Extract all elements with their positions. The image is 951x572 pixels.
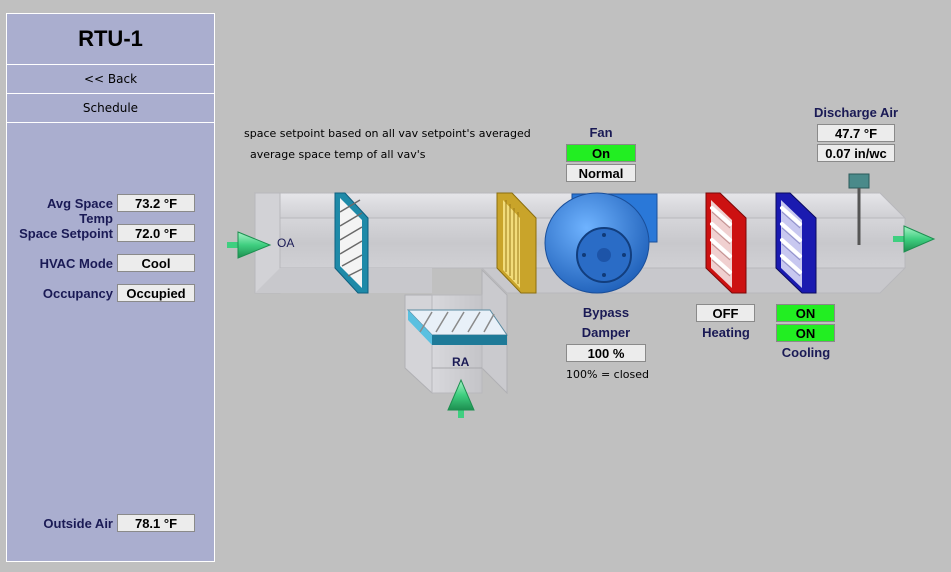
centrifugal-fan-icon[interactable]	[544, 192, 658, 294]
mixing-damper	[496, 192, 537, 294]
outside-air-value: 78.1 °F	[117, 514, 195, 532]
avg-space-temp-label: Avg Space Temp	[47, 196, 113, 226]
sidebar-panel: RTU-1 << Back Schedule Avg Space Temp 73…	[6, 13, 215, 562]
avg-space-temp-value: 73.2 °F	[117, 194, 195, 212]
heating-status[interactable]: OFF	[696, 304, 755, 322]
discharge-air-pressure: 0.07 in/wc	[817, 144, 895, 162]
hvac-mode-label: HVAC Mode	[39, 256, 113, 271]
cooling-stage-1-status[interactable]: ON	[776, 304, 835, 322]
setpoint-note: space setpoint based on all vav setpoint…	[244, 127, 531, 140]
bypass-damper-value[interactable]: 100 %	[566, 344, 646, 362]
schedule-button[interactable]: Schedule	[7, 94, 214, 123]
oa-label: OA	[277, 236, 295, 250]
damper-label: Damper	[581, 325, 631, 340]
fan-label: Fan	[589, 125, 613, 140]
space-temp-note: average space temp of all vav's	[250, 148, 426, 161]
cooling-stage-2-status[interactable]: ON	[776, 324, 835, 342]
discharge-air-temp: 47.7 °F	[817, 124, 895, 142]
unit-title: RTU-1	[7, 14, 214, 65]
space-setpoint-value[interactable]: 72.0 °F	[117, 224, 195, 242]
occupancy-value[interactable]: Occupied	[117, 284, 195, 302]
fan-mode[interactable]: Normal	[566, 164, 636, 182]
oa-filter	[334, 192, 369, 294]
bypass-note: 100% = closed	[566, 368, 649, 381]
occupancy-label: Occupancy	[42, 286, 113, 301]
heating-label: Heating	[702, 325, 750, 340]
cooling-label: Cooling	[781, 345, 831, 360]
temperature-probe-icon	[848, 173, 870, 245]
oa-arrow-right-arrow-icon	[227, 231, 272, 259]
ra-arrow-up-arrow-icon	[447, 378, 475, 418]
bypass-label: Bypass	[582, 305, 630, 320]
ra-filter	[406, 309, 508, 345]
outside-air-label: Outside Air	[43, 516, 113, 531]
back-button[interactable]: << Back	[7, 65, 214, 94]
heating-coil	[705, 192, 747, 294]
discharge-arrow-right-arrow-icon	[893, 225, 936, 253]
ra-label: RA	[452, 355, 470, 369]
cooling-coil	[775, 192, 817, 294]
space-setpoint-label: Space Setpoint	[19, 226, 113, 241]
hvac-mode-value[interactable]: Cool	[117, 254, 195, 272]
discharge-air-label: Discharge Air	[813, 105, 899, 120]
fan-status[interactable]: On	[566, 144, 636, 162]
